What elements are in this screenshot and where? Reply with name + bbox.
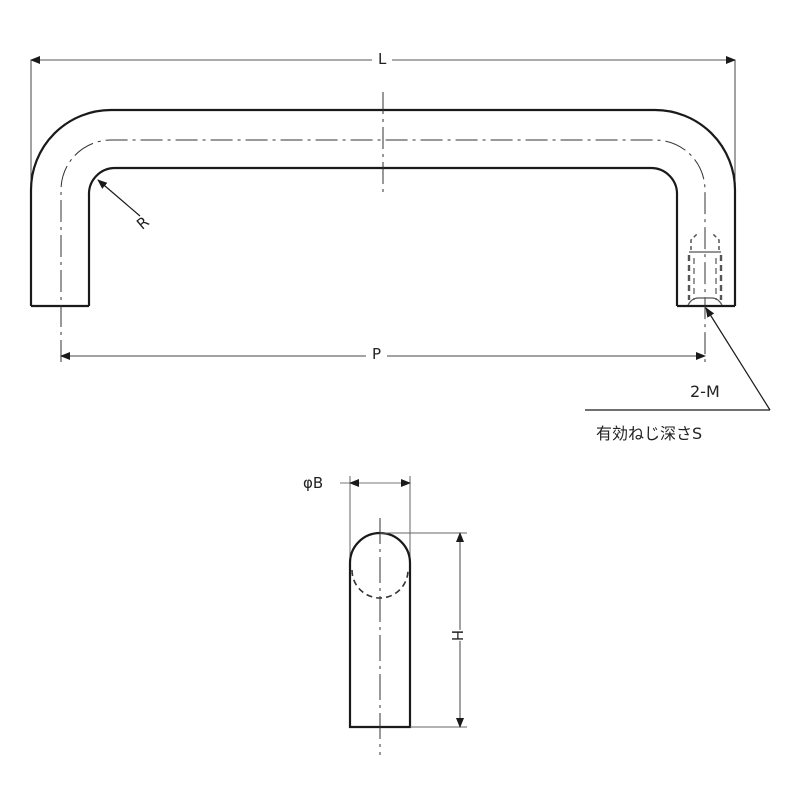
dimension-label-L: L	[372, 52, 393, 67]
side-view	[340, 476, 467, 755]
dimension-label-H: H	[445, 629, 469, 642]
thread-leader	[705, 307, 771, 411]
thread-size-label: 2-M	[690, 382, 720, 401]
dimension-label-P: P	[366, 347, 388, 362]
radius-leader	[97, 179, 141, 217]
front-view	[29, 56, 771, 411]
handle-centerline	[60, 139, 706, 362]
dimension-label-B: φB	[303, 474, 324, 492]
thread-depth-label: 有効ねじ深さS	[596, 424, 703, 443]
tapped-hole	[687, 233, 723, 306]
handle-inner-outline	[87, 166, 679, 306]
